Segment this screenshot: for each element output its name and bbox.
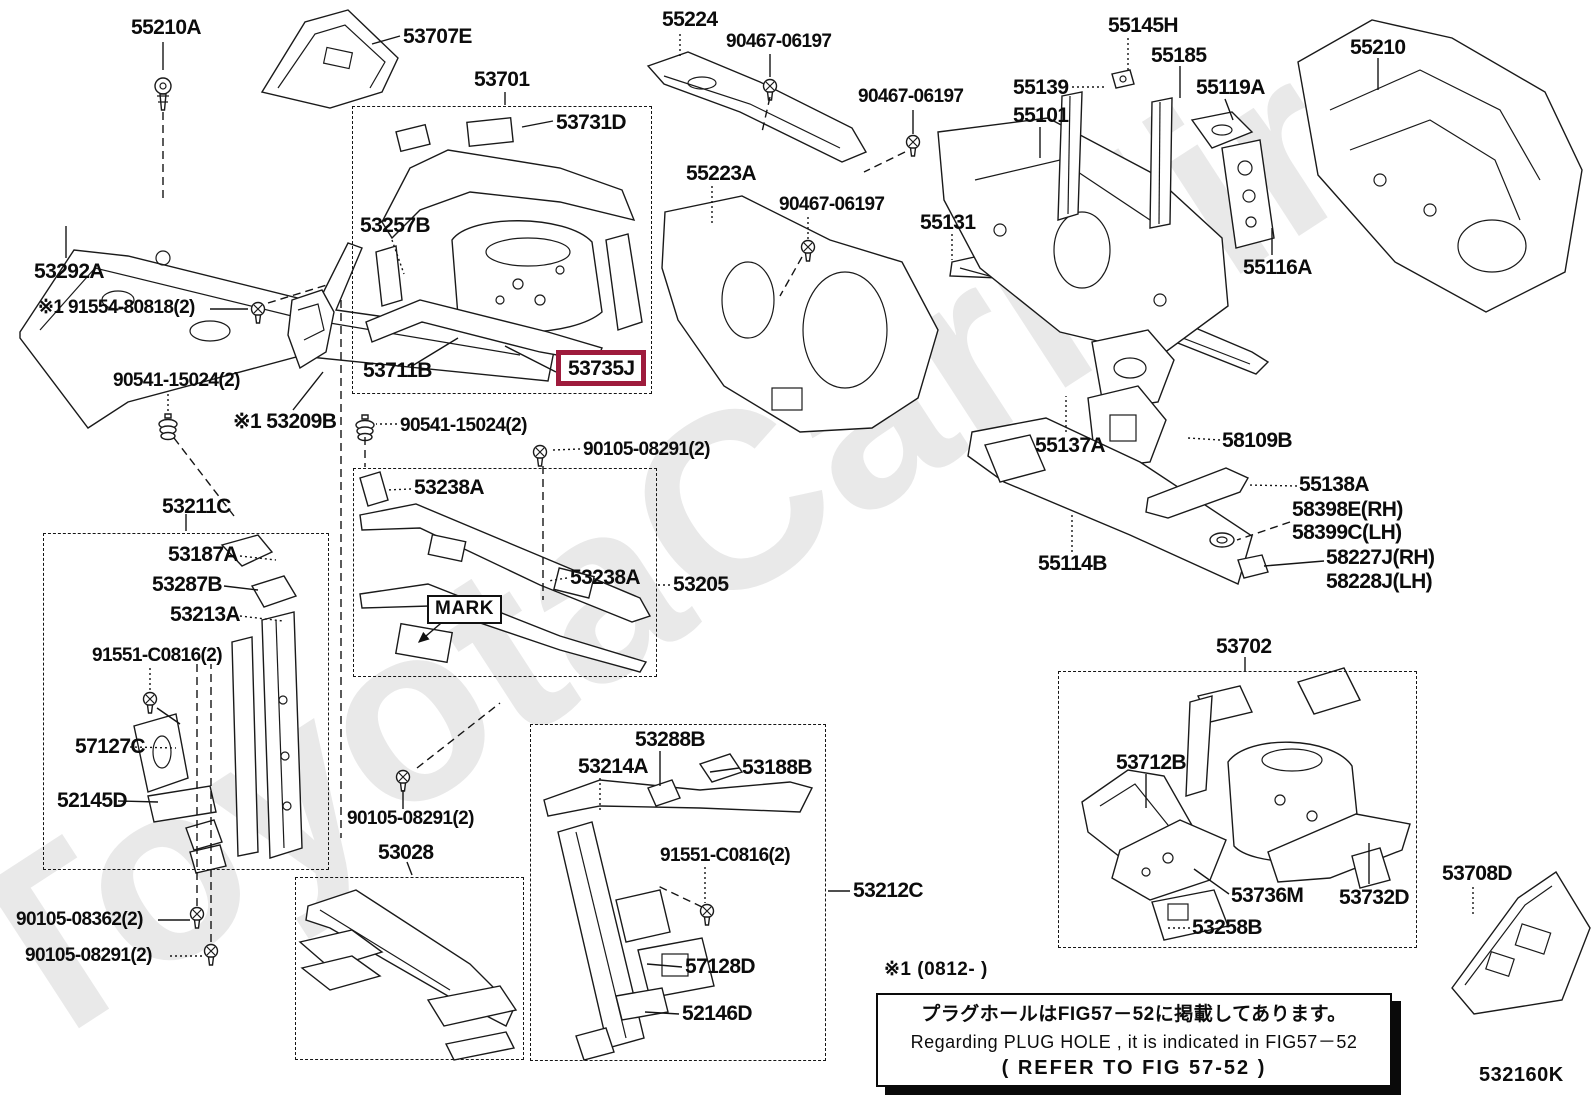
- applicability-footnote: ※1 (0812- ): [884, 959, 988, 980]
- group-box-53212C: [530, 724, 826, 1061]
- part-label-90105-08291-c[interactable]: 90105-08291(2): [347, 808, 474, 829]
- bolt-icon: [905, 134, 921, 157]
- group-box-53211C: [43, 533, 329, 870]
- part-label-53214A[interactable]: 53214A: [578, 755, 649, 778]
- part-label-53736M[interactable]: 53736M: [1231, 884, 1304, 907]
- part-label-53238A-b[interactable]: 53238A: [570, 566, 641, 589]
- part-label-53257B[interactable]: 53257B: [360, 214, 431, 237]
- part-label-55101[interactable]: 55101: [1013, 104, 1069, 127]
- part-label-55116A[interactable]: 55116A: [1243, 256, 1312, 279]
- part-label-53188B[interactable]: 53188B: [742, 756, 813, 779]
- part-label-55114B[interactable]: 55114B: [1038, 552, 1107, 575]
- part-label-55224[interactable]: 55224: [662, 8, 718, 31]
- plug-hole-note: プラグホールはFIG57－52に掲載してあります。 Regarding PLUG…: [876, 993, 1392, 1087]
- part-label-55185[interactable]: 55185: [1151, 44, 1207, 67]
- part-label-53209B[interactable]: ※1 53209B: [233, 410, 337, 433]
- part-label-53711B[interactable]: 53711B: [363, 359, 432, 382]
- grommet-icon: [158, 413, 178, 441]
- part-label-53211C[interactable]: 53211C: [162, 495, 231, 518]
- part-label-53028[interactable]: 53028: [378, 841, 434, 864]
- grommet-icon: [355, 414, 375, 442]
- part-label-53708D[interactable]: 53708D: [1442, 862, 1513, 885]
- note-line-reference: ( REFER TO FIG 57-52 ): [1001, 1057, 1267, 1079]
- sketch-53707E: [260, 9, 399, 109]
- note-line-english: Regarding PLUG HOLE , it is indicated in…: [910, 1032, 1358, 1052]
- part-label-53735J-highlighted[interactable]: 53735J: [556, 350, 647, 386]
- part-label-53732D[interactable]: 53732D: [1339, 886, 1410, 909]
- part-label-90467-06197-b[interactable]: 90467-06197: [858, 86, 964, 107]
- part-label-91554-80818[interactable]: ※1 91554-80818(2): [38, 297, 195, 318]
- part-label-90467-06197-c[interactable]: 90467-06197: [779, 194, 885, 215]
- part-label-90105-08291-b[interactable]: 90105-08291(2): [583, 439, 710, 460]
- part-label-53287B[interactable]: 53287B: [152, 573, 223, 596]
- clip-icon: [154, 77, 172, 111]
- part-label-58109B[interactable]: 58109B: [1222, 429, 1293, 452]
- part-label-53731D[interactable]: 53731D: [556, 111, 627, 134]
- sketch-55223A: [661, 195, 939, 433]
- part-label-58399C[interactable]: 58399C(LH): [1292, 521, 1402, 544]
- part-label-53702[interactable]: 53702: [1216, 635, 1272, 658]
- part-label-55131[interactable]: 55131: [920, 211, 976, 234]
- part-label-55223A[interactable]: 55223A: [686, 162, 757, 185]
- part-label-53238A-a[interactable]: 53238A: [414, 476, 485, 499]
- group-box-53701: [352, 106, 652, 394]
- group-box-53028: [295, 877, 524, 1060]
- part-label-55137A[interactable]: 55137A: [1035, 434, 1106, 457]
- group-box-53205: [353, 468, 657, 677]
- part-label-52146D[interactable]: 52146D: [682, 1002, 753, 1025]
- part-label-58398E[interactable]: 58398E(RH): [1292, 498, 1403, 521]
- part-label-53205[interactable]: 53205: [673, 573, 729, 596]
- part-label-55119A[interactable]: 55119A: [1196, 76, 1265, 99]
- part-label-53288B[interactable]: 53288B: [635, 728, 706, 751]
- mark-annotation: MARK: [427, 595, 502, 624]
- part-label-58228J[interactable]: 58228J(LH): [1326, 570, 1433, 593]
- part-label-53292A[interactable]: 53292A: [34, 260, 105, 283]
- part-label-52145D[interactable]: 52145D: [57, 789, 128, 812]
- part-label-90467-06197-a[interactable]: 90467-06197: [726, 31, 832, 52]
- sketch-53708D: [1451, 871, 1591, 1015]
- group-box-53702: [1058, 671, 1417, 948]
- part-label-55210A[interactable]: 55210A: [131, 16, 202, 39]
- part-label-53258B[interactable]: 53258B: [1192, 916, 1263, 939]
- part-label-55210[interactable]: 55210: [1350, 36, 1406, 59]
- part-label-55138A[interactable]: 55138A: [1299, 473, 1370, 496]
- part-label-91551-C0816-b[interactable]: 91551-C0816(2): [660, 845, 791, 866]
- part-label-53213A[interactable]: 53213A: [170, 603, 241, 626]
- part-label-53712B[interactable]: 53712B: [1116, 751, 1187, 774]
- part-label-91551-C0816-a[interactable]: 91551-C0816(2): [92, 645, 223, 666]
- sketch-53028: [305, 889, 515, 1027]
- part-label-90541-15024-b[interactable]: 90541-15024(2): [400, 415, 527, 436]
- part-label-90541-15024-a[interactable]: 90541-15024(2): [113, 370, 240, 391]
- part-label-90105-08362[interactable]: 90105-08362(2): [16, 909, 143, 930]
- part-label-55139[interactable]: 55139: [1013, 76, 1069, 99]
- part-label-53212C[interactable]: 53212C: [853, 879, 924, 902]
- part-label-90105-08291-a[interactable]: 90105-08291(2): [25, 945, 152, 966]
- part-label-57127C[interactable]: 57127C: [75, 735, 146, 758]
- part-label-55145H[interactable]: 55145H: [1108, 14, 1179, 37]
- part-label-53701[interactable]: 53701: [474, 68, 530, 91]
- note-line-japanese: プラグホールはFIG57－52に掲載してあります。: [921, 1004, 1347, 1025]
- diagram-code: 532160K: [1479, 1064, 1564, 1086]
- part-label-58227J[interactable]: 58227J(RH): [1326, 546, 1435, 569]
- part-label-57128D[interactable]: 57128D: [685, 955, 756, 978]
- part-label-53187A[interactable]: 53187A: [168, 543, 239, 566]
- part-label-53707E[interactable]: 53707E: [403, 25, 472, 48]
